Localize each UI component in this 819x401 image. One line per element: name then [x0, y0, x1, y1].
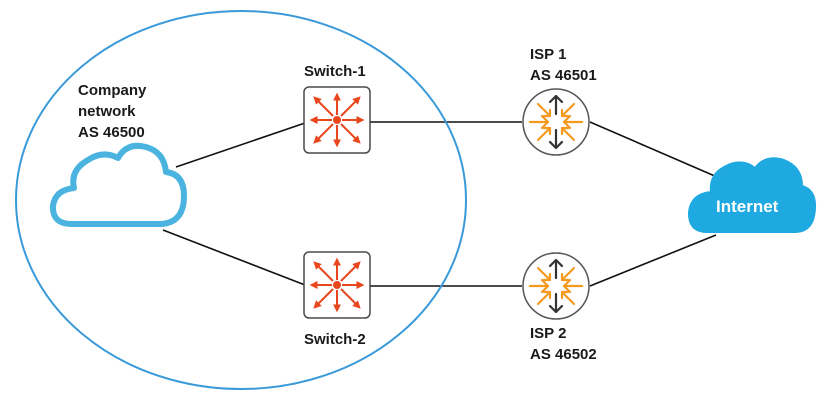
company-as-boundary: [15, 10, 467, 390]
isp1-router-node[interactable]: [522, 88, 590, 156]
link-company-switch1: [175, 122, 306, 168]
isp1-as-number: AS 46501: [530, 67, 597, 84]
company-as-number: AS 46500: [78, 124, 145, 141]
link-company-switch2: [162, 229, 306, 286]
company-network-label: Company network AS 46500: [78, 80, 146, 143]
isp1-name: ISP 1: [530, 46, 567, 63]
isp2-name: ISP 2: [530, 325, 567, 342]
switch-2-node[interactable]: [303, 251, 371, 319]
switch-2-label: Switch-2: [304, 331, 366, 348]
link-isp1-internet: [589, 121, 725, 181]
cloud-icon: [49, 142, 187, 227]
internet-label: Internet: [716, 197, 779, 216]
links: [162, 121, 725, 287]
switch-1-label: Switch-1: [304, 63, 366, 80]
isp2-as-number: AS 46502: [530, 346, 597, 363]
internet-cloud-icon[interactable]: [687, 157, 817, 233]
isp1-label: ISP 1 AS 46501: [530, 44, 597, 86]
isp2-label: ISP 2 AS 46502: [530, 323, 597, 365]
company-label-line2: network: [78, 103, 136, 120]
company-label-line1: Company: [78, 82, 147, 99]
isp2-router-node[interactable]: [522, 252, 590, 320]
switch-1-node[interactable]: [303, 86, 371, 154]
link-isp2-internet: [589, 234, 717, 287]
